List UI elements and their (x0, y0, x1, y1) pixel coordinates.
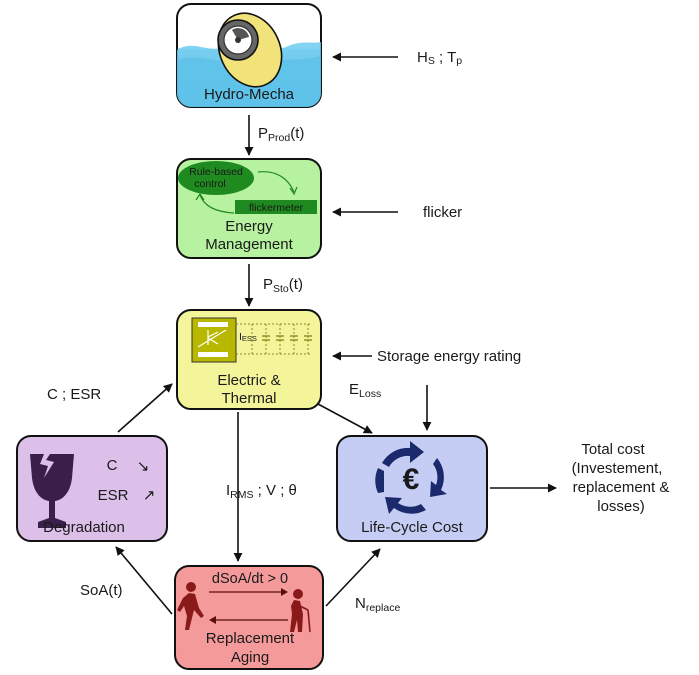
control-label: control (194, 178, 226, 190)
degradation-esr-label: ESR (98, 487, 129, 504)
soa-label: SoA(t) (80, 582, 123, 599)
arrow-replacement-to-lcc (325, 548, 381, 607)
aging-label: Aging (231, 649, 269, 666)
eloss-label: ELoss (349, 381, 381, 400)
pprod-label: PProd(t) (258, 125, 304, 144)
flicker-label: flicker (423, 204, 462, 221)
esr-increase-arrow-icon: ↗ (143, 487, 156, 504)
dsoa-label: dSoA/dt > 0 (212, 571, 288, 587)
young-person-icon (177, 582, 204, 630)
converter-circuit-icon: IESS (191, 317, 312, 363)
total-cost-line3: replacement & (573, 479, 670, 496)
hydro-mecha-block: Hydro-Mecha (176, 3, 322, 108)
rule-based-label: Rule-based (189, 166, 243, 178)
broken-glass-icon (30, 454, 74, 528)
degradation-label: Degradation (43, 519, 125, 536)
degradation-block: C ↘ ESR ↗ Degradation (16, 435, 168, 542)
energy-label: Energy (225, 218, 273, 235)
management-label: Management (205, 236, 293, 253)
euro-cycle-icon: € (375, 441, 447, 514)
total-cost-line2: (Investement, (572, 460, 663, 477)
psto-label: PSto(t) (263, 276, 303, 295)
electric-thermal-block: IESS Electric & Thermal (176, 309, 322, 410)
flickermeter-label: flickermeter (249, 202, 304, 214)
replacement-aging-block: dSoA/dt > 0 Replacement Aging (174, 565, 324, 670)
degradation-c-label: C (107, 457, 118, 474)
life-cycle-cost-label: Life-Cycle Cost (361, 519, 464, 536)
total-cost-line1: Total cost (581, 441, 645, 458)
life-cycle-cost-block: € Life-Cycle Cost (336, 435, 488, 542)
storage-energy-rating-label: Storage energy rating (377, 348, 521, 365)
nreplace-label: Nreplace (355, 595, 400, 614)
c-esr-label: C ; ESR (47, 386, 101, 403)
c-decrease-arrow-icon: ↘ (137, 458, 150, 475)
elderly-person-icon (290, 589, 311, 633)
wave-energy-converter-icon (217, 12, 283, 88)
arrow-electric-to-lcc (317, 403, 373, 434)
loop-arrow-right (257, 171, 295, 193)
replacement-label: Replacement (206, 630, 295, 647)
hs-tp-label: HS ; Tp (417, 49, 462, 67)
total-cost-output: Total cost (Investement, replacement & l… (572, 441, 670, 515)
euro-symbol-icon: € (403, 463, 420, 496)
total-cost-line4: losses) (597, 498, 645, 515)
loop-arrow-left (199, 194, 235, 214)
arrow-degradation-to-electric (117, 383, 173, 433)
electric-label: Electric & (217, 372, 280, 389)
arrow-replacement-to-degradation (115, 546, 173, 615)
hydro-mecha-label: Hydro-Mecha (204, 86, 295, 103)
irms-v-theta-label: IRMS ; V ; θ (226, 482, 297, 501)
iess-label: IESS (239, 331, 257, 343)
thermal-label: Thermal (221, 390, 276, 407)
energy-management-block: Rule-based control flickermeter Energy M… (176, 158, 322, 259)
